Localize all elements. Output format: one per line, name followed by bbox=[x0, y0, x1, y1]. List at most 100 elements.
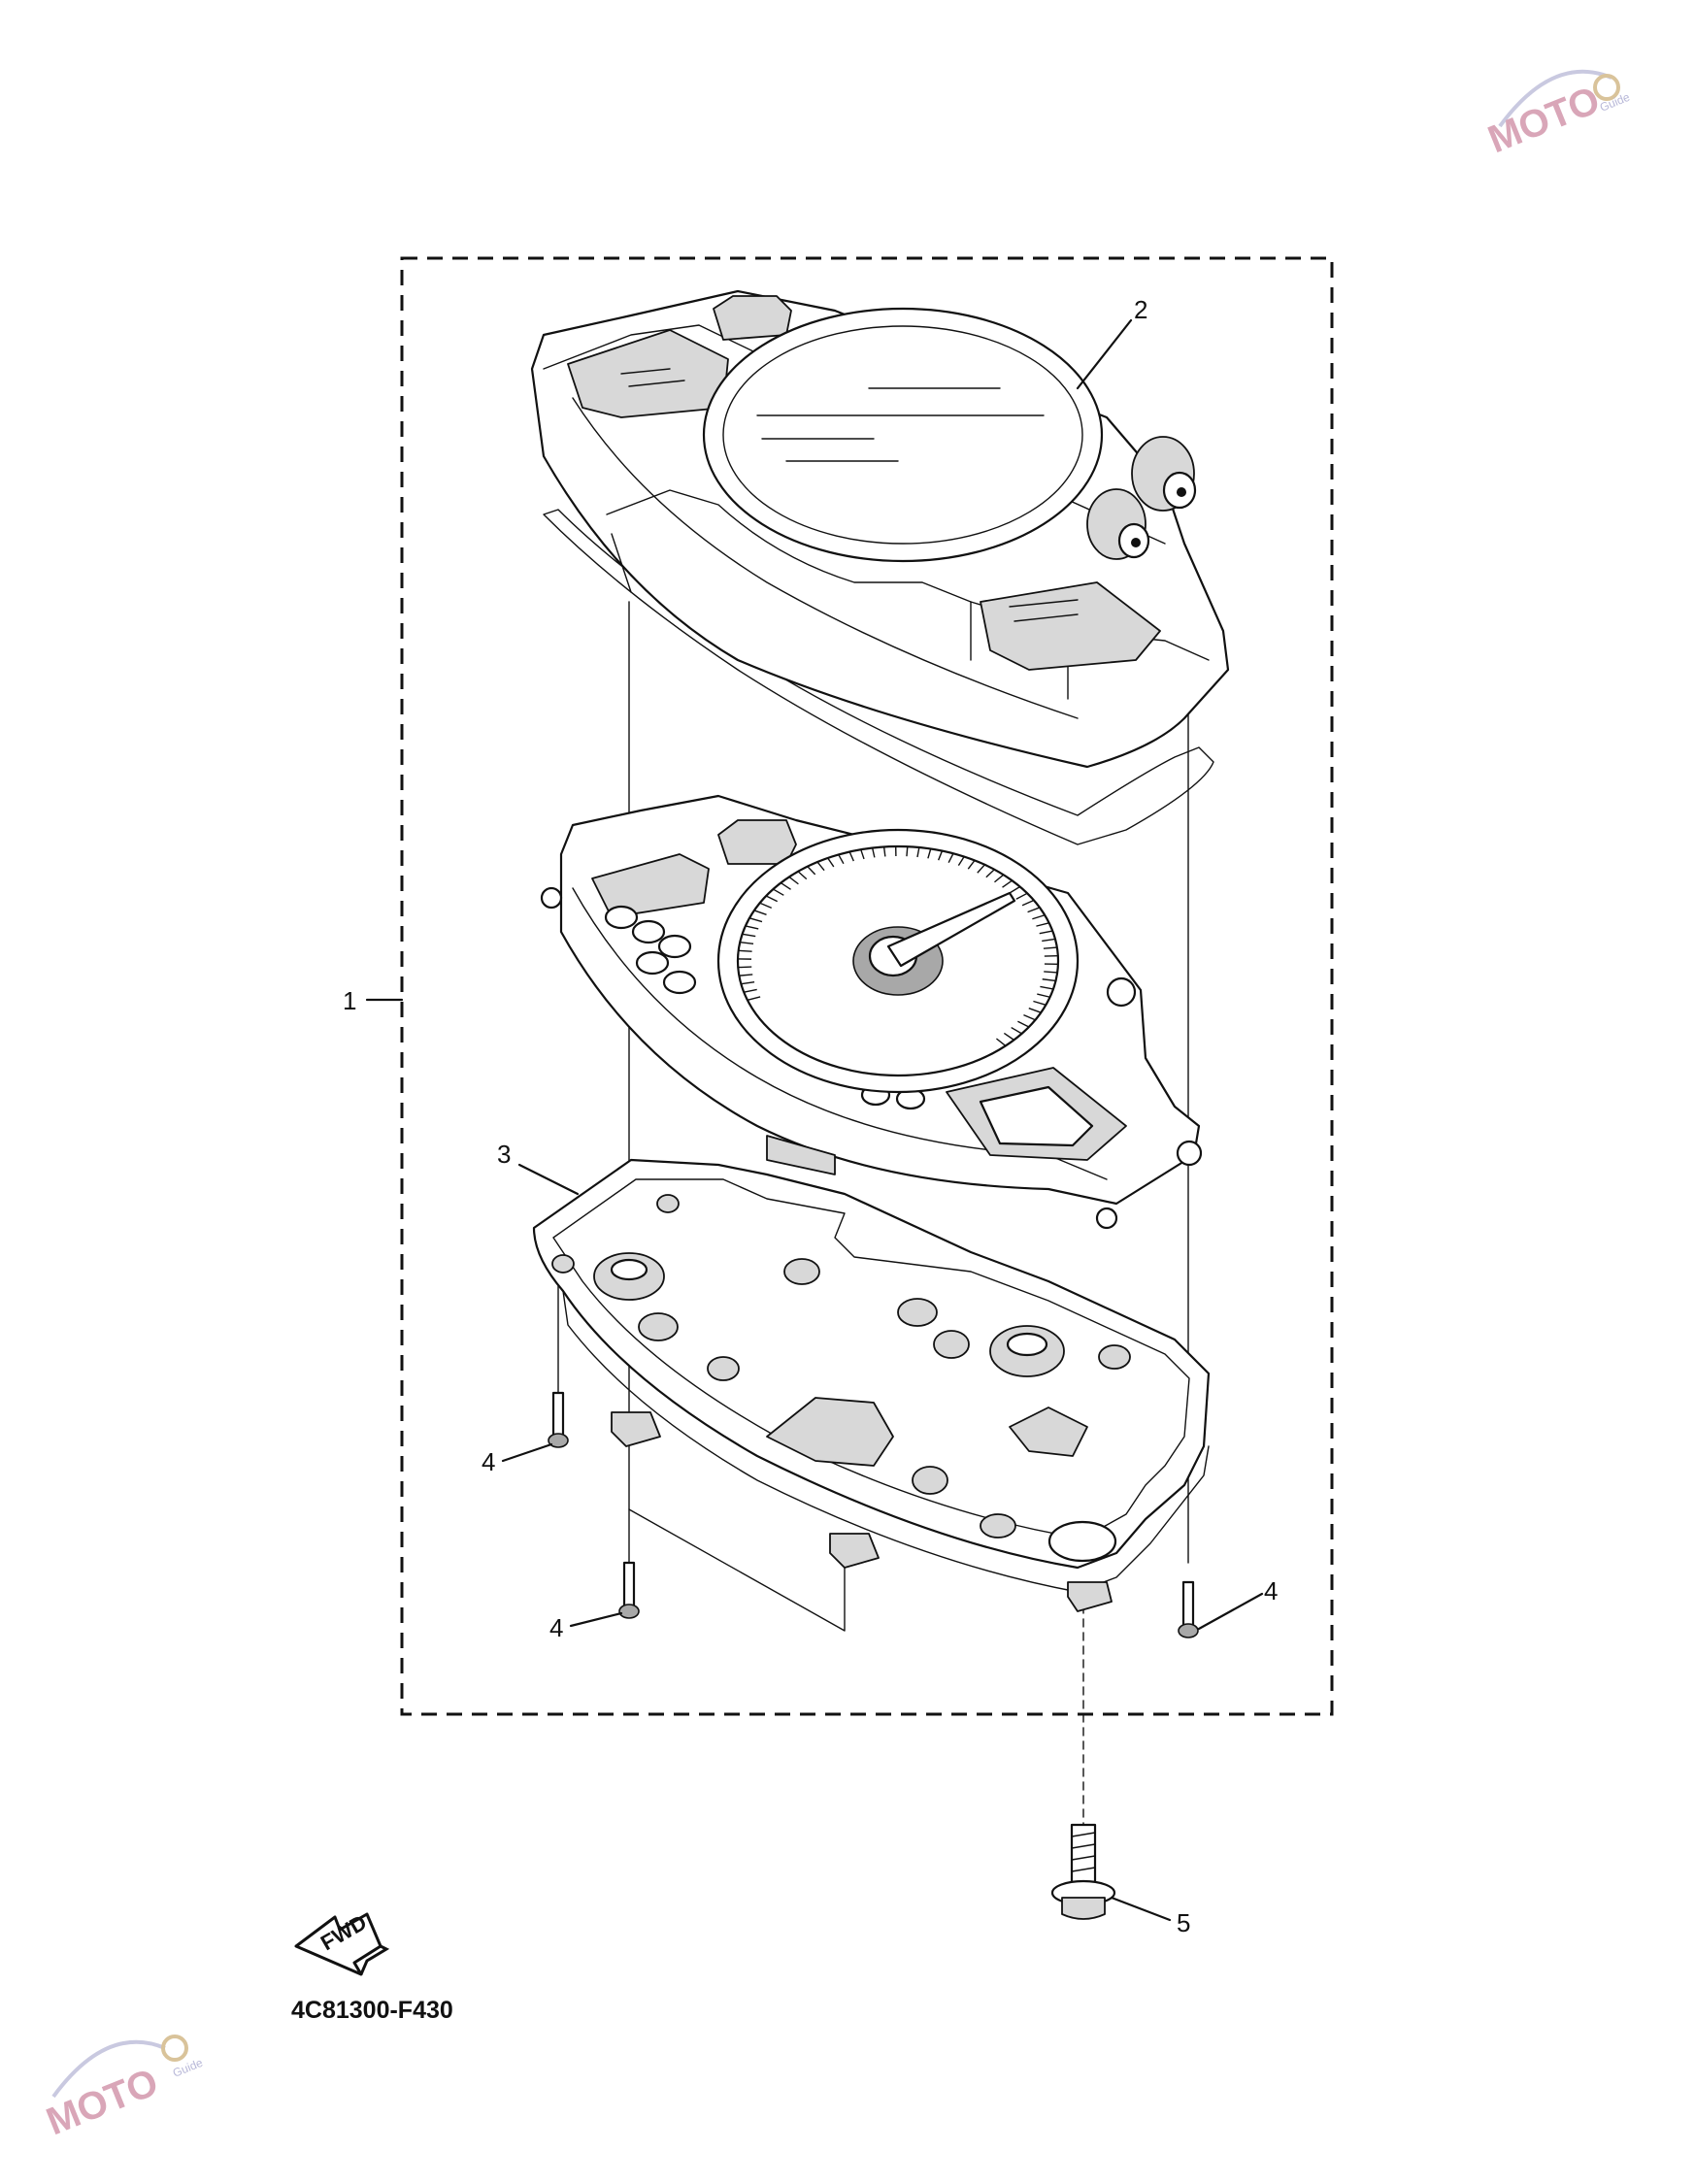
tachometer-tick bbox=[744, 988, 757, 993]
instrument-panel bbox=[540, 794, 1203, 1230]
cover-lens-inner bbox=[722, 325, 1083, 545]
tachometer-tick bbox=[747, 996, 761, 1002]
panel-connector bbox=[766, 1135, 836, 1175]
cover-lens-outer bbox=[702, 307, 1104, 563]
tachometer-tick bbox=[967, 859, 976, 870]
tachometer-tick bbox=[848, 851, 854, 862]
watermark-swoosh bbox=[1498, 69, 1612, 128]
tachometer-tick bbox=[838, 854, 845, 865]
watermark-bottom-left: MOTO Guide bbox=[41, 2035, 205, 2143]
tachometer-tick bbox=[773, 888, 784, 896]
screw-4-right bbox=[1178, 1580, 1199, 1638]
case-boss bbox=[656, 1194, 680, 1213]
telltale-lamp bbox=[604, 905, 639, 930]
case-foot bbox=[611, 1411, 661, 1447]
callout-5: 5 bbox=[1177, 1908, 1190, 1937]
case-boss bbox=[897, 1298, 938, 1327]
case-foot bbox=[829, 1533, 880, 1569]
tachometer-tick bbox=[741, 981, 755, 985]
tachometer-tick bbox=[1044, 971, 1058, 974]
window-glare bbox=[1014, 613, 1079, 622]
tachometer-tick bbox=[995, 1038, 1007, 1046]
tachometer-tick bbox=[1043, 946, 1057, 949]
case-side-wall bbox=[562, 1290, 1210, 1593]
bolt-5 bbox=[1050, 1823, 1116, 1920]
gear-icon bbox=[161, 2035, 188, 2062]
tachometer-tick bbox=[759, 902, 773, 909]
watermark-brand: MOTO bbox=[41, 2061, 164, 2143]
tachometer-tick bbox=[748, 917, 763, 923]
callout-4c: 4 bbox=[1264, 1576, 1278, 1605]
tachometer-tick bbox=[994, 874, 1005, 883]
leader-2 bbox=[1076, 318, 1133, 390]
tachometer-tick bbox=[816, 861, 825, 872]
tachometer-tick bbox=[1040, 985, 1054, 990]
case-boss bbox=[783, 1258, 820, 1285]
fwd-arrow-icon: FWD bbox=[294, 1910, 390, 1976]
case-boss bbox=[610, 1258, 648, 1281]
case-inner-rim bbox=[552, 1178, 1190, 1539]
callout-1: 1 bbox=[343, 986, 356, 1015]
leader-4c bbox=[1197, 1592, 1264, 1631]
assembly-boundary bbox=[400, 256, 1334, 1716]
tachometer-tick bbox=[937, 850, 944, 861]
tachometer-tick bbox=[797, 871, 808, 880]
tachometer-tick bbox=[947, 852, 954, 863]
telltale-lamp bbox=[657, 934, 692, 959]
tachometer-tick bbox=[739, 974, 753, 976]
tachometer-tick bbox=[1042, 978, 1056, 982]
panel-top-tab bbox=[717, 819, 797, 865]
callout-4b: 4 bbox=[549, 1613, 563, 1642]
tachometer-tick bbox=[1003, 1032, 1014, 1041]
bolt-thread bbox=[1071, 1832, 1096, 1837]
screw-head bbox=[618, 1604, 640, 1619]
leader-5 bbox=[1110, 1896, 1172, 1922]
meter-cover bbox=[530, 289, 1230, 845]
screw-shank bbox=[622, 1561, 636, 1608]
panel-mount-ear bbox=[1095, 1207, 1118, 1230]
screw-shank bbox=[551, 1391, 565, 1439]
window-glare bbox=[1009, 599, 1079, 608]
tachometer-tick bbox=[1037, 993, 1050, 998]
case-boss bbox=[980, 1513, 1016, 1539]
tachometer-tick bbox=[753, 910, 767, 915]
tachometer-tick bbox=[738, 966, 752, 969]
panel-mount-ear bbox=[1176, 1140, 1203, 1167]
case-boss bbox=[912, 1466, 948, 1495]
tachometer-tick bbox=[1021, 899, 1035, 907]
bolt-thread bbox=[1071, 1843, 1096, 1849]
bolt-thread bbox=[1071, 1855, 1096, 1861]
tachometer-tick bbox=[780, 881, 791, 890]
cover-bezel bbox=[606, 489, 1210, 661]
screw-4-left bbox=[548, 1391, 569, 1448]
bolt-thread bbox=[1071, 1867, 1096, 1872]
cover-top-knob bbox=[713, 295, 792, 341]
tachometer-tick bbox=[882, 846, 886, 857]
window-glare bbox=[620, 368, 671, 375]
leader-lines bbox=[365, 318, 1264, 1922]
tachometer-tick bbox=[1036, 922, 1049, 927]
tachometer-tick bbox=[740, 942, 754, 945]
bracket-line bbox=[628, 1508, 846, 1632]
case-boss bbox=[638, 1312, 679, 1341]
watermark-top-right: MOTO Guide bbox=[1482, 69, 1632, 161]
watermark-brand: MOTO bbox=[1482, 79, 1606, 161]
tachometer-tick bbox=[1039, 930, 1053, 935]
telltale-lamp bbox=[635, 950, 670, 976]
tachometer-tick bbox=[1009, 885, 1021, 894]
gear-icon bbox=[1593, 74, 1620, 101]
panel-crease bbox=[572, 887, 1108, 1180]
case-opening bbox=[1009, 1406, 1088, 1457]
tachometer-tick bbox=[957, 856, 965, 867]
tachometer-tick bbox=[807, 866, 816, 876]
window-glare bbox=[628, 380, 685, 387]
tachometer-tick bbox=[1042, 938, 1056, 943]
case-boss bbox=[707, 1356, 740, 1381]
tachometer-tick bbox=[871, 847, 876, 858]
cover-right-window bbox=[980, 581, 1161, 671]
tachometer-tick bbox=[927, 848, 932, 859]
panel-mount-ear bbox=[1106, 976, 1137, 1008]
tachometer-tick bbox=[985, 869, 995, 878]
tachometer-tick bbox=[1028, 1008, 1042, 1013]
